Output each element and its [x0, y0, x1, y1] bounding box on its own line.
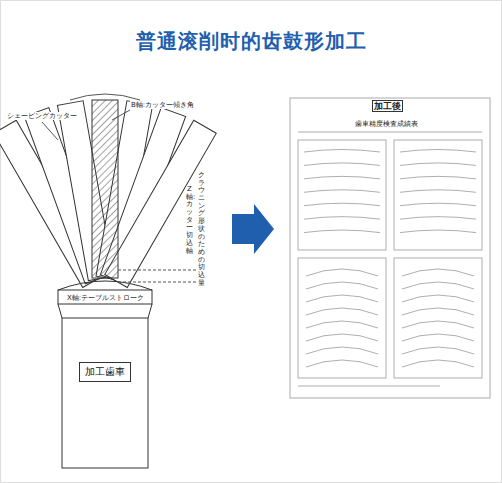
trace [306, 334, 378, 341]
report-sheet [290, 98, 490, 398]
trace [400, 150, 476, 153]
tooth-crown [58, 281, 152, 290]
trace [306, 321, 378, 328]
trace [304, 176, 380, 179]
trace [306, 269, 378, 276]
trace [304, 203, 380, 206]
leader [42, 122, 58, 140]
sheet-heading: 歯車精度検査成績表 [354, 120, 419, 128]
gear-top [58, 290, 152, 304]
shaving-cutters [0, 101, 216, 288]
trace [402, 360, 474, 367]
trace [304, 163, 380, 166]
trace [306, 308, 378, 315]
trace [306, 282, 378, 289]
trace [304, 190, 380, 193]
rule [298, 386, 440, 387]
center-cutter [92, 100, 118, 278]
rule [298, 132, 482, 133]
box-text: 加工歯車 [80, 363, 130, 381]
chart-panel [298, 258, 386, 378]
chart-panel [394, 140, 482, 250]
trace [304, 217, 380, 220]
trace [402, 282, 474, 289]
note-label: クラウニング形状のための切込量 [198, 172, 205, 287]
trace [400, 230, 476, 233]
cutter-label: シェービングカッター [6, 112, 78, 120]
trace [306, 360, 378, 367]
trace [306, 347, 378, 354]
sheet-title: 加工後 [372, 100, 403, 112]
chart-panel [394, 258, 482, 378]
chart-panel [298, 140, 386, 250]
trace [400, 190, 476, 193]
trace [304, 230, 380, 233]
trace [402, 321, 474, 328]
gear-box: 加工歯車 [79, 362, 131, 382]
trace [400, 176, 476, 179]
work-gear [62, 318, 148, 468]
trace [402, 269, 474, 276]
shaving-cutter [105, 120, 217, 287]
axis-label: B軸:カッター傾き角 [130, 101, 195, 109]
trace [402, 295, 474, 302]
axis-label: X軸:テーブルストローク [66, 294, 145, 302]
trace [402, 334, 474, 341]
trace [306, 295, 378, 302]
trace [304, 150, 380, 153]
trace [400, 217, 476, 220]
trace [400, 203, 476, 206]
arrow [232, 204, 274, 254]
title: 普通滚削时的齿鼓形加工 [136, 28, 367, 55]
trace [402, 347, 474, 354]
trace [400, 163, 476, 166]
axis-label: Z軸:カッター切込軸 [186, 186, 193, 255]
trace [402, 308, 474, 315]
